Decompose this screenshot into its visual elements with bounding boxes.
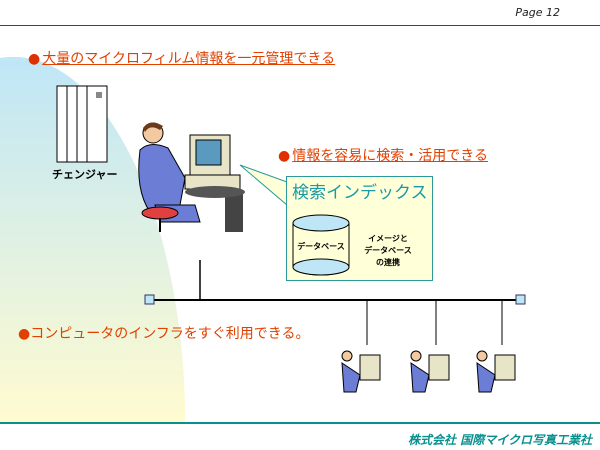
- search-index-callout: 検索インデックス データベース イメージと データベース の連携: [286, 176, 433, 281]
- link-text-line: の連携: [376, 258, 400, 267]
- page-number: Page 12: [515, 6, 560, 19]
- link-text-line: イメージと: [368, 234, 408, 243]
- bullet-text: コンピュータのインフラをすぐ利用できる。: [30, 326, 310, 342]
- changer-label: チェンジャー: [52, 168, 118, 181]
- user-at-computer-illustration: [138, 122, 245, 232]
- link-text-line: データベース: [364, 246, 412, 255]
- header-divider: [0, 25, 600, 26]
- client-user-1: [341, 350, 381, 393]
- bullet-text: 大量のマイクロフィルム情報を一元管理できる: [42, 51, 336, 67]
- link-description: イメージと データベース の連携: [353, 233, 423, 269]
- bullet-centralized-management: ●大量のマイクロフィルム情報を一元管理できる: [28, 51, 336, 67]
- client-user-3: [476, 350, 516, 393]
- database-icon: [292, 214, 350, 276]
- bullet-text: 情報を容易に検索・活用できる: [292, 148, 488, 164]
- changer-icon: [56, 85, 108, 163]
- company-name: 株式会社 国際マイクロ写真工業社: [408, 433, 592, 447]
- callout-title: 検索インデックス: [292, 183, 428, 203]
- database-label: データベース: [297, 242, 345, 251]
- client-user-2: [410, 350, 450, 393]
- bullet-search: ●情報を容易に検索・活用できる: [278, 148, 488, 164]
- bullet-infrastructure: ●コンピュータのインフラをすぐ利用できる。: [18, 326, 310, 342]
- footer-divider: [0, 422, 600, 424]
